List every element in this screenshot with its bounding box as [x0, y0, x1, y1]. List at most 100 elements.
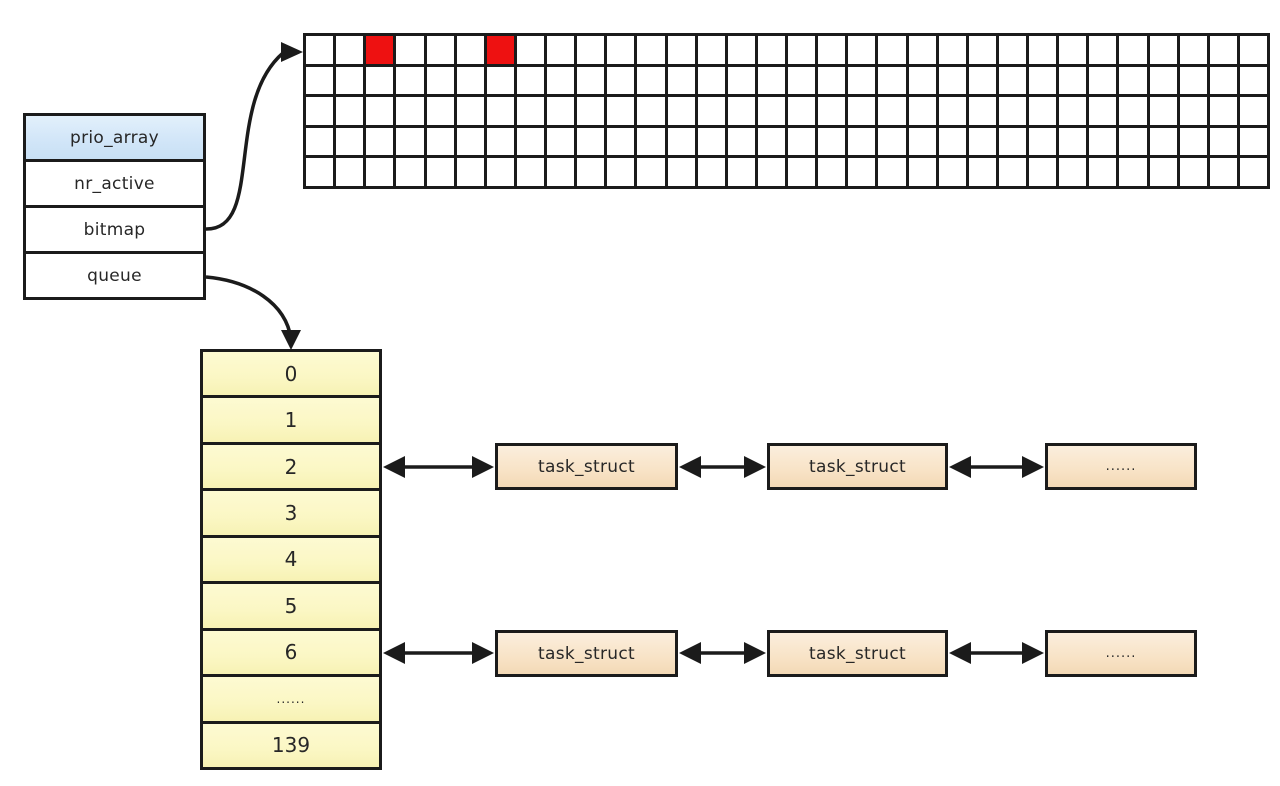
bitmap-bit — [1059, 36, 1087, 64]
bitmap-bit — [788, 97, 816, 125]
bitmap-bit — [667, 158, 695, 186]
bitmap-bit — [757, 127, 785, 156]
doubly-linked-arrow — [383, 642, 494, 664]
bitmap-bit — [426, 36, 454, 64]
bitmap-bit — [998, 158, 1026, 186]
task-list-ellipsis-box: ...... — [1045, 443, 1197, 490]
doubly-linked-arrow — [679, 642, 766, 664]
bitmap-bit — [426, 127, 454, 156]
bitmap-bit — [1059, 66, 1087, 95]
bitmap-bit — [697, 36, 725, 64]
bitmap-bit — [306, 97, 334, 125]
arrowhead-icon — [679, 456, 701, 478]
doubly-linked-arrow — [679, 456, 766, 478]
bitmap-bit — [848, 36, 876, 64]
bitmap-bit — [818, 36, 846, 64]
bitmap-bit — [516, 36, 544, 64]
bitmap-bit — [426, 97, 454, 125]
bitmap-bit — [306, 158, 334, 186]
bitmap-bit — [336, 158, 364, 186]
bitmap-bit — [908, 127, 936, 156]
arrowhead-icon — [383, 456, 405, 478]
bitmap-bit — [818, 158, 846, 186]
bitmap-bit — [667, 127, 695, 156]
arrowhead-icon — [744, 642, 766, 664]
arrowhead-icon — [383, 642, 405, 664]
bitmap-bit — [1209, 127, 1237, 156]
bitmap-bit — [396, 127, 424, 156]
bitmap-bit — [516, 127, 544, 156]
bitmap-bit — [1089, 66, 1117, 95]
bitmap-bit — [1059, 127, 1087, 156]
bitmap-bit — [366, 158, 394, 186]
arrowhead-icon — [744, 456, 766, 478]
bitmap-bit — [968, 36, 996, 64]
priority-queue-array: 0 1 2 3 4 5 6 ...... 139 — [200, 349, 382, 770]
bitmap-bit — [697, 66, 725, 95]
bitmap-bit — [577, 36, 605, 64]
bitmap-bit — [306, 66, 334, 95]
bitmap-bit — [1119, 36, 1147, 64]
arrowhead-icon — [949, 456, 971, 478]
bitmap-bit — [1239, 36, 1267, 64]
bitmap-bit — [938, 158, 966, 186]
bitmap-bit — [1149, 36, 1177, 64]
bitmap-bit — [1179, 36, 1207, 64]
doubly-linked-arrow — [383, 456, 494, 478]
bitmap-bit — [456, 127, 484, 156]
bitmap-bit — [878, 97, 906, 125]
bitmap-bit — [336, 36, 364, 64]
struct-field-bitmap: bitmap — [26, 208, 203, 251]
bitmap-bit — [938, 36, 966, 64]
bitmap-bit — [818, 97, 846, 125]
bitmap-bit — [938, 66, 966, 95]
bitmap-bit — [938, 97, 966, 125]
queue-cell: 0 — [203, 352, 379, 396]
bitmap-bit — [998, 97, 1026, 125]
queue-pointer-arrow — [205, 275, 301, 350]
bitmap-bit — [667, 66, 695, 95]
bitmap-bit — [848, 158, 876, 186]
bitmap-bit — [727, 66, 755, 95]
bitmap-bit — [998, 66, 1026, 95]
bitmap-bit — [547, 158, 575, 186]
bitmap-bit — [757, 97, 785, 125]
bitmap-bit — [1209, 36, 1237, 64]
bitmap-bit — [1149, 97, 1177, 125]
bitmap-bit — [968, 158, 996, 186]
queue-cell: 1 — [203, 398, 379, 442]
bitmap-bit — [637, 36, 665, 64]
bitmap-bit — [516, 158, 544, 186]
bitmap-bit — [306, 36, 334, 64]
bitmap-bit — [456, 66, 484, 95]
bitmap-bit — [908, 158, 936, 186]
task-list-ellipsis-box: ...... — [1045, 630, 1197, 677]
bitmap-bit — [727, 158, 755, 186]
bitmap-bit — [1239, 158, 1267, 186]
bitmap-bit — [667, 36, 695, 64]
bitmap-bit-set — [486, 36, 514, 64]
bitmap-bit — [1239, 127, 1267, 156]
bitmap-bit — [878, 127, 906, 156]
bitmap-bit — [637, 158, 665, 186]
struct-field-nr-active: nr_active — [26, 162, 203, 205]
bitmap-bit — [577, 158, 605, 186]
bitmap-bit — [486, 127, 514, 156]
bitmap-bit — [1209, 66, 1237, 95]
bitmap-grid — [303, 33, 1270, 189]
bitmap-bit — [1089, 127, 1117, 156]
bitmap-bit-set — [366, 36, 394, 64]
bitmap-bit — [697, 97, 725, 125]
bitmap-bit — [848, 127, 876, 156]
arrowhead-icon — [472, 642, 494, 664]
bitmap-bit — [968, 97, 996, 125]
task-struct-box: task_struct — [767, 443, 948, 490]
bitmap-bit — [1119, 66, 1147, 95]
arrowhead-icon — [1022, 642, 1044, 664]
bitmap-bit — [848, 97, 876, 125]
bitmap-bit — [1029, 97, 1057, 125]
bitmap-bit — [1119, 97, 1147, 125]
bitmap-bit — [396, 158, 424, 186]
bitmap-bit — [396, 97, 424, 125]
queue-cell: 3 — [203, 491, 379, 535]
